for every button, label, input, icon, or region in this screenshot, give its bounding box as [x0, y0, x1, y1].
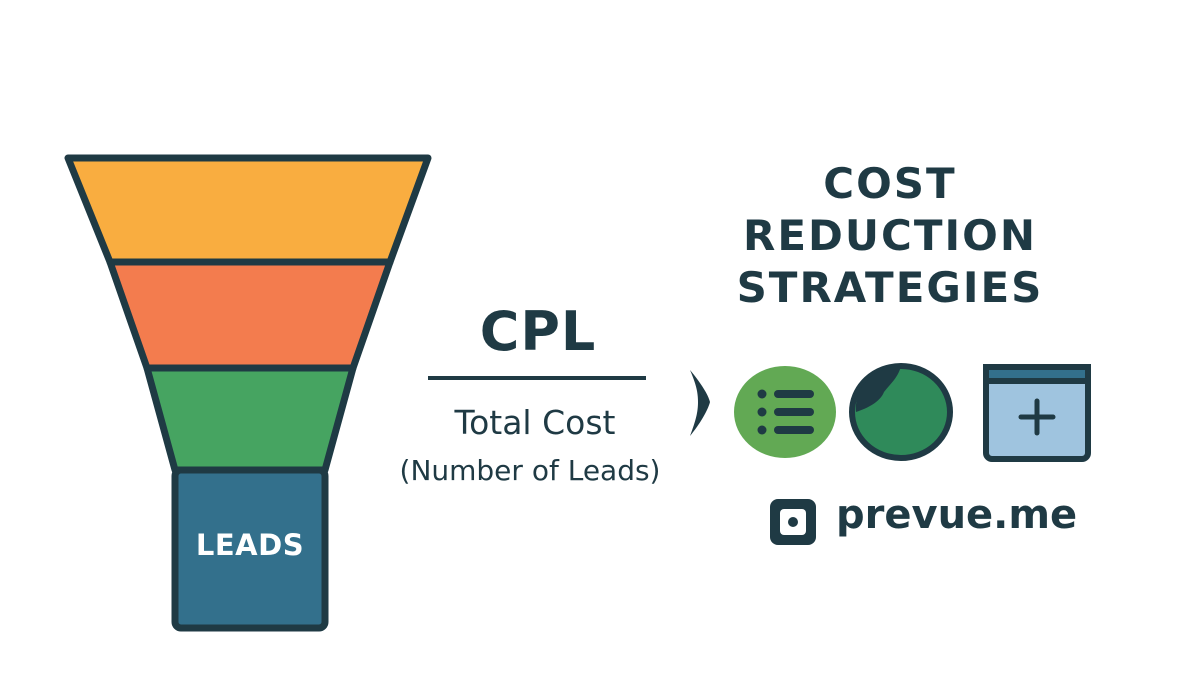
- funnel-base-leads: [171, 466, 329, 632]
- funnel-stage-top: [64, 154, 432, 266]
- title-line-2: REDUCTION: [743, 211, 1037, 260]
- funnel-stage-middle: [106, 258, 394, 372]
- title-line-1: COST: [823, 159, 957, 208]
- total-cost-label: Total Cost: [454, 403, 616, 442]
- cpl-title: CPL: [479, 300, 597, 363]
- leads-label: LEADS: [195, 528, 305, 562]
- title-line-3: STRATEGIES: [736, 263, 1044, 312]
- brand-name: prevue.me: [836, 492, 1078, 538]
- funnel-diagram: [64, 154, 432, 632]
- funnel-stage-bottom: [143, 364, 357, 474]
- cost-reduction-strategies-title: COST REDUCTION STRATEGIES: [700, 158, 1080, 314]
- arrow-right-icon: [690, 370, 710, 436]
- square-dot-icon: [770, 499, 816, 545]
- window-add-icon: [983, 364, 1091, 462]
- fraction-bar: [428, 376, 646, 380]
- list-icon: [734, 366, 836, 458]
- number-of-leads-label: (Number of Leads): [399, 454, 661, 487]
- pie-chart-icon: [849, 363, 953, 461]
